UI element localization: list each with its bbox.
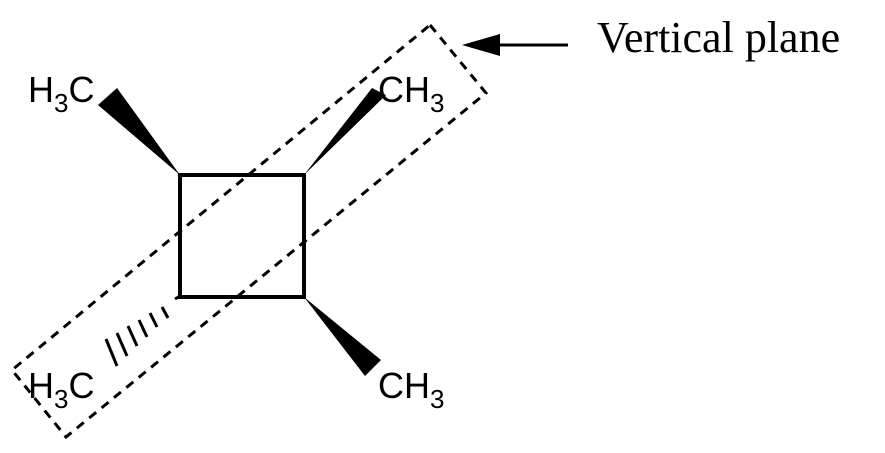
element-symbol: H — [404, 69, 430, 110]
element-symbol: H — [28, 69, 54, 110]
element-symbol: H — [404, 365, 430, 406]
substituent-top-right: CH3 — [378, 69, 444, 118]
wedge-bond-top-left — [98, 88, 180, 175]
vertical-plane-box — [9, 22, 489, 440]
subscript-count: 3 — [430, 384, 444, 414]
subscript-count: 3 — [54, 384, 68, 414]
substituent-top-left: H3C — [28, 69, 94, 118]
hashed-bond-bottom-left — [104, 294, 181, 367]
substituent-bottom-right: CH3 — [378, 365, 444, 414]
subscript-count: 3 — [54, 88, 68, 118]
arrow-head — [462, 34, 500, 56]
carbon-symbol: C — [68, 365, 94, 406]
wedge-bond-top-right — [304, 88, 386, 175]
substituent-bottom-left: H3C — [28, 365, 94, 414]
carbon-symbol: C — [378, 365, 404, 406]
subscript-count: 3 — [430, 88, 444, 118]
carbon-symbol: C — [68, 69, 94, 110]
element-symbol: H — [28, 365, 54, 406]
wedge-bond-bottom-right — [304, 297, 381, 376]
carbon-symbol: C — [378, 69, 404, 110]
cyclobutane-ring — [178, 173, 306, 299]
vertical-plane-label: Vertical plane — [597, 13, 840, 62]
